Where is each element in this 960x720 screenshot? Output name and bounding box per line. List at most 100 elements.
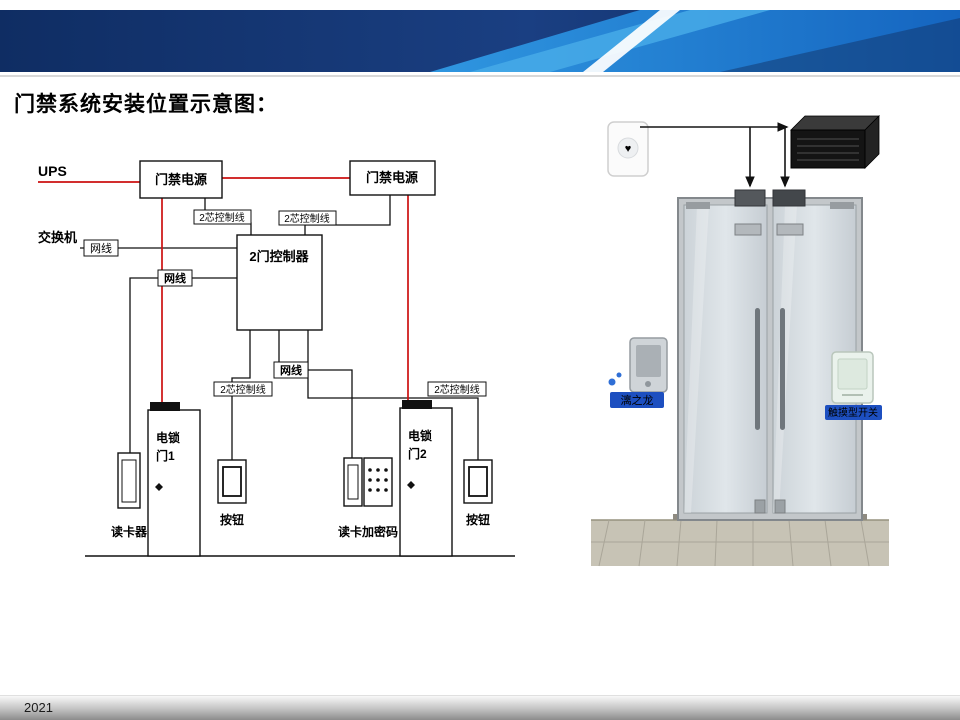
button-right-box-inner: [468, 466, 488, 497]
button-left-box-inner: [222, 466, 242, 497]
net-label-box-keypad: [273, 361, 309, 379]
touch-switch-device: [831, 351, 874, 404]
keypad-reader-box-inner: [347, 464, 359, 500]
touch-switch-panel: [837, 358, 868, 390]
lock-bodies: [150, 400, 432, 491]
keypad-label: 读卡加密码: [338, 524, 398, 539]
keypad-dot: [384, 478, 388, 482]
doorbell-button: [617, 137, 639, 159]
power-supply-top: [790, 115, 880, 131]
maglock-left: [734, 189, 766, 207]
door-handles: [755, 308, 785, 430]
switch-label: 交换机: [38, 230, 77, 245]
net-label-box-switch: [83, 239, 119, 257]
installation-photo: ♥ 漓之龙: [591, 115, 889, 567]
card-reader-label: 读卡器: [111, 524, 148, 539]
wire-controller-to-keypad: [278, 330, 353, 458]
keypad-dots: [368, 468, 388, 492]
water-drop: [608, 378, 616, 386]
maglocks: [734, 189, 806, 236]
touch-switch-label: 触摸型开关: [828, 406, 878, 419]
water-drops-logo: [608, 372, 622, 386]
wiring-diagram: UPS 交换机 门禁电源 门禁电源 2门控制器 网线 网线 网线 2芯控制线 2…: [38, 160, 515, 557]
door-closer-right: [830, 202, 854, 209]
card-reader-led: [645, 381, 651, 387]
power-supply-left-label: 门禁电源: [155, 172, 207, 187]
net-cable-label-reader: 网线: [164, 271, 186, 285]
wire-controller-to-reader: [129, 277, 237, 453]
floor: [591, 519, 889, 567]
core2-label-box-button-left: [213, 381, 273, 397]
core2-label-box-left: [193, 209, 252, 225]
banner-graphic: [0, 10, 960, 72]
button-right-label: 按钮: [466, 512, 490, 527]
keypad-dot: [368, 488, 372, 492]
core2-wire-label-left: 2芯控制线: [199, 211, 245, 224]
lock-right-body: [402, 400, 432, 409]
card-reader-panel: [636, 345, 661, 377]
lock-right-door-label: 门2: [408, 446, 427, 461]
keypad-dot: [376, 468, 380, 472]
power-supply-box: [790, 115, 880, 169]
power-supply-vents: [797, 138, 859, 161]
keypad-box: [363, 457, 393, 507]
page-title: 门禁系统安装位置示意图：: [14, 92, 278, 116]
power-supply-right-label: 门禁电源: [366, 170, 418, 185]
heart-icon: ♥: [625, 143, 632, 155]
touch-switch-badge-bg: [825, 405, 882, 420]
lock-left-dot: [155, 483, 163, 491]
power-supply-right-box: [349, 160, 436, 196]
floor-lock-left: [754, 499, 766, 514]
power-wires: [38, 177, 409, 402]
button-left-label: 按钮: [220, 512, 244, 527]
core2-label-box-button-right: [427, 381, 487, 397]
banner-underline: [0, 75, 960, 77]
footer-bar: 2021: [0, 695, 960, 720]
water-drop: [616, 372, 622, 378]
lock-left-door-label: 门1: [156, 448, 175, 463]
core2-wire-label-button-left: 2芯控制线: [220, 383, 266, 396]
net-label-box-reader: [157, 269, 193, 287]
controller-label: 2门控制器: [249, 249, 309, 264]
core2-label-box-right: [278, 210, 337, 226]
keypad-dot: [384, 488, 388, 492]
wire-controller-to-button-left: [231, 330, 251, 460]
card-reader-box-inner: [121, 459, 137, 503]
maglock-plate-left: [734, 223, 762, 236]
maglock-plate-right: [776, 223, 804, 236]
power-supply-front: [790, 129, 866, 169]
lock-right-dot: [407, 481, 415, 489]
banner-white-slash: [583, 10, 680, 72]
diagram-labels: UPS 交换机 门禁电源 门禁电源 2门控制器 网线 网线 网线 2芯控制线 2…: [38, 163, 490, 539]
connection-arrows: [640, 122, 790, 188]
keypad-dot: [376, 488, 380, 492]
reader-brand-label: 漓之龙: [621, 393, 654, 407]
device-boxes: [117, 160, 493, 557]
ups-label: UPS: [38, 163, 67, 179]
keypad-dot: [384, 468, 388, 472]
floor-lock-right: [774, 499, 786, 514]
glass-reflection-left: [684, 205, 709, 513]
card-reader-device: [629, 337, 668, 393]
power-supply-left-box: [139, 160, 223, 199]
core2-wire-label-right: 2芯控制线: [284, 212, 330, 225]
glass-left: [683, 204, 768, 514]
wire-label-boxes: [83, 209, 487, 397]
banner-light-facet: [470, 10, 770, 72]
wire-power2-to-controller: [304, 195, 391, 235]
touch-switch-badge: 触摸型开关: [825, 405, 882, 420]
controller-box: [236, 234, 323, 331]
maglock-right: [772, 189, 806, 207]
door-frame: [677, 197, 863, 521]
doorbell: ♥: [607, 121, 649, 177]
banner-dark-facet: [720, 18, 960, 72]
lock-left-body: [150, 402, 180, 411]
reader-brand-badge: 漓之龙: [610, 392, 664, 408]
net-cable-label-switch: 网线: [90, 241, 112, 255]
net-cable-label-keypad: 网线: [280, 363, 302, 377]
lock-left-name-label: 电锁: [156, 430, 180, 445]
keypad-dot: [376, 478, 380, 482]
core2-wire-label-button-right: 2芯控制线: [434, 383, 480, 396]
lock-right-name-label: 电锁: [408, 428, 432, 443]
